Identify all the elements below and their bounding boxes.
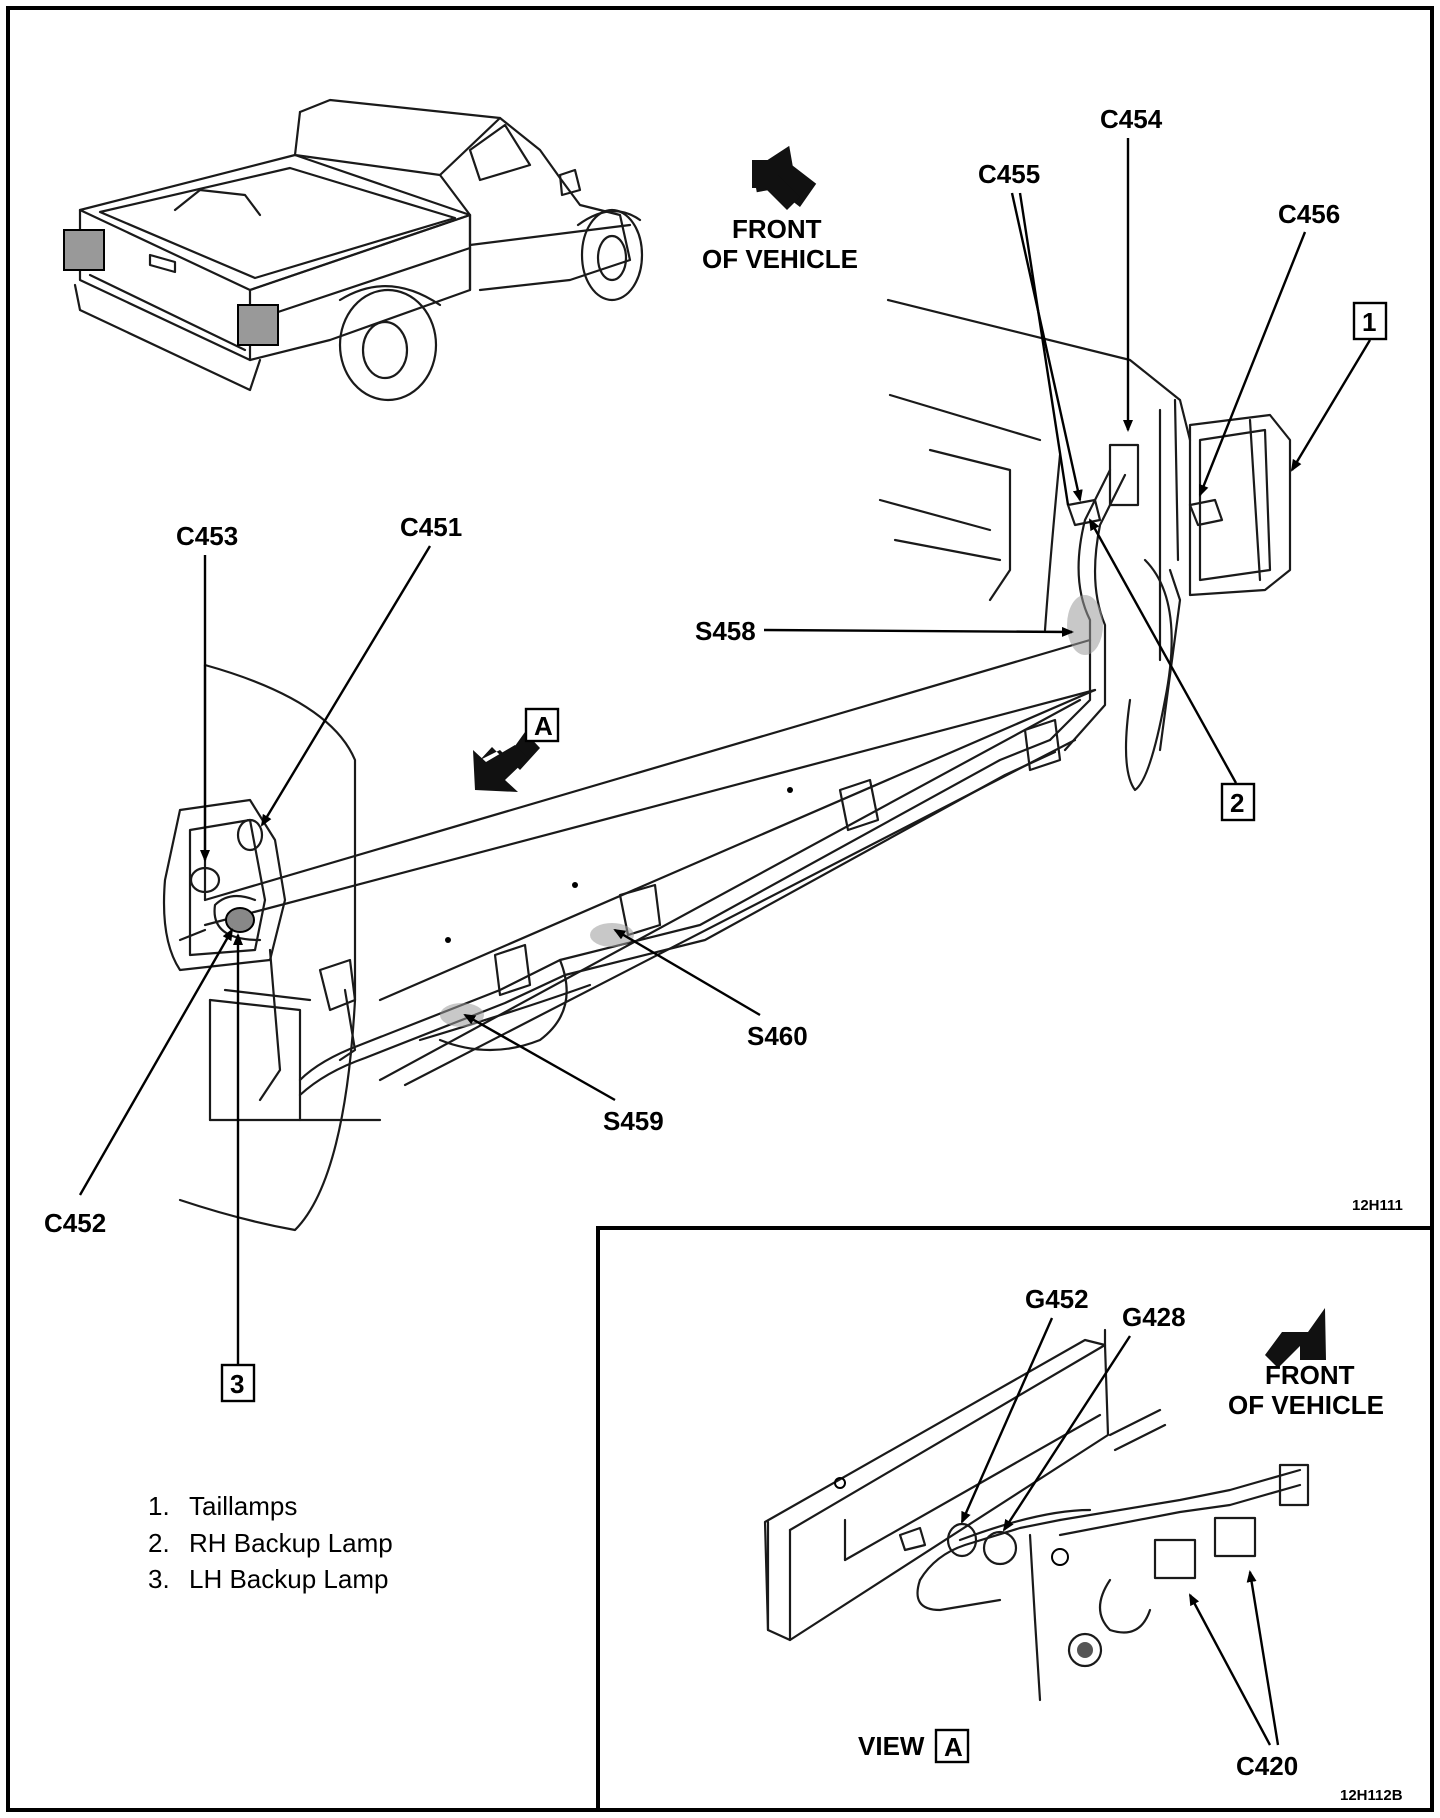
- legend-item-3-number: 3.: [148, 1564, 170, 1594]
- callout-g452: G452: [1025, 1284, 1089, 1314]
- rear-frame-assembly: [162, 298, 1292, 1232]
- callout-c451: C451: [400, 512, 462, 542]
- callout-c454: C454: [1100, 104, 1163, 134]
- callout-c453: C453: [176, 521, 238, 551]
- inset-view-label: VIEW: [858, 1731, 925, 1761]
- callout-g428: G428: [1122, 1302, 1186, 1332]
- figure-code-main: 12H111: [1352, 1197, 1403, 1214]
- legend-item-3-text: LH Backup Lamp: [189, 1564, 388, 1594]
- left-taillamp-highlight: [63, 229, 105, 271]
- callout-item-3-box: [220, 1363, 256, 1403]
- front-direction-arrow-inset: [1265, 1308, 1326, 1368]
- legend: 1. Taillamps 2. RH Backup Lamp 3. LH Bac…: [148, 1491, 393, 1594]
- callout-item-3: 3: [230, 1369, 244, 1399]
- callout-item-2: 2: [1230, 788, 1244, 818]
- inset-view-marker-letter: A: [944, 1732, 963, 1762]
- legend-item-2-number: 2.: [148, 1528, 170, 1558]
- inset-frame-rail: [763, 1328, 1310, 1702]
- callout-s460: S460: [747, 1021, 808, 1051]
- view-a-marker-box: [524, 707, 560, 743]
- callout-c420: C420: [1236, 1751, 1298, 1781]
- callout-item-1-box: [1352, 301, 1388, 341]
- callout-s459: S459: [603, 1106, 664, 1136]
- callout-s458: S458: [695, 616, 756, 646]
- callout-c455: C455: [978, 159, 1040, 189]
- front-of-vehicle-label-line1: FRONT: [732, 214, 822, 244]
- inset-front-label-line2: OF VEHICLE: [1228, 1390, 1384, 1420]
- front-direction-arrow-main: [752, 145, 817, 210]
- legend-item-1-number: 1.: [148, 1491, 170, 1521]
- right-taillamp-highlight: [237, 304, 279, 346]
- view-a-marker-letter: A: [534, 711, 553, 741]
- callout-c452: C452: [44, 1208, 106, 1238]
- figure-code-inset: 12H112B: [1340, 1787, 1403, 1804]
- callout-item-2-box: [1220, 782, 1256, 822]
- front-of-vehicle-label-line2: OF VEHICLE: [702, 244, 858, 274]
- inset-view-a-frame: [596, 1226, 1434, 1812]
- callout-item-1: 1: [1362, 307, 1376, 337]
- inset-view-marker-box: [934, 1728, 970, 1764]
- callout-c456: C456: [1278, 199, 1340, 229]
- legend-item-2-text: RH Backup Lamp: [189, 1528, 393, 1558]
- legend-item-1-text: Taillamps: [189, 1491, 297, 1521]
- inset-front-label-line1: FRONT: [1265, 1360, 1355, 1390]
- pickup-truck-overview: [63, 98, 644, 402]
